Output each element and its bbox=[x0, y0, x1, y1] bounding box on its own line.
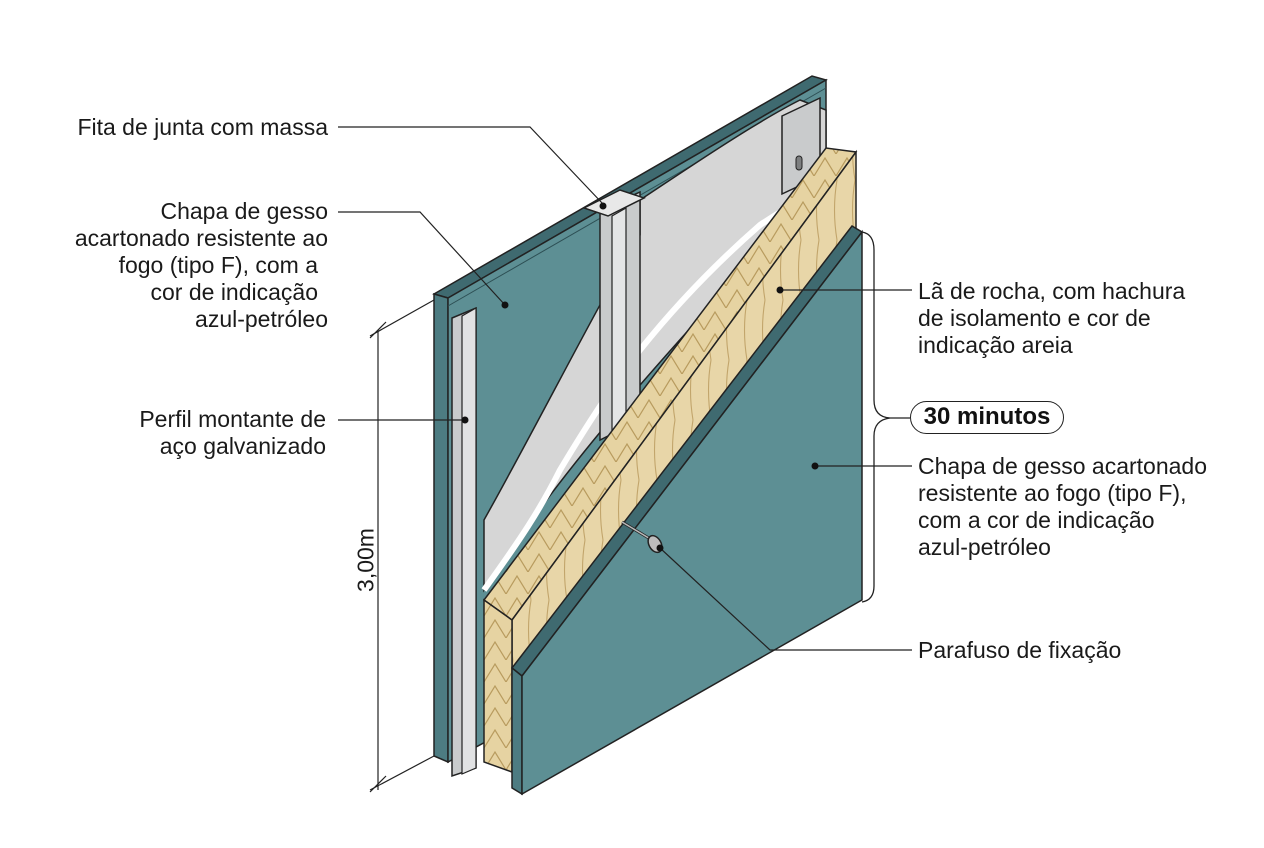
label-screw: Parafuso de fixação bbox=[918, 637, 1121, 664]
front-board-side bbox=[511, 666, 523, 796]
leader-screw bbox=[659, 547, 912, 651]
leader-dots bbox=[461, 202, 819, 552]
front-board-face bbox=[521, 229, 863, 796]
label-stud-line-2: aço galvanizado bbox=[159, 433, 326, 459]
label-screw-line: Parafuso de fixação bbox=[918, 637, 1122, 663]
fire-rating-badge: 30 minutos bbox=[910, 401, 1064, 434]
label-joint-tape-line: Fita de junta com massa bbox=[77, 114, 328, 140]
joint-tape bbox=[582, 189, 646, 217]
label-stud: Perfil montante de aço galvanizado bbox=[60, 406, 326, 460]
label-board-back-line-5: azul-petróleo bbox=[195, 306, 328, 332]
back-board-side bbox=[433, 293, 449, 764]
label-rock-wool-line-2: de isolamento e cor de bbox=[918, 305, 1151, 331]
label-board-front-line-4: azul-petróleo bbox=[918, 534, 1051, 560]
label-board-front: Chapa de gesso acartonado resistente ao … bbox=[918, 453, 1207, 561]
rating-brace bbox=[861, 231, 891, 603]
height-dimension-line bbox=[369, 299, 435, 793]
label-board-front-line-1: Chapa de gesso acartonado bbox=[918, 453, 1207, 479]
rock-wool-side bbox=[483, 598, 513, 774]
leader-lines bbox=[338, 126, 912, 651]
label-board-front-line-3: com a cor de indicação bbox=[918, 507, 1155, 533]
label-board-front-line-2: resistente ao fogo (tipo F), bbox=[918, 480, 1187, 506]
stud-left-web bbox=[461, 306, 477, 775]
cavity-surface bbox=[483, 99, 827, 593]
label-board-back-line-1: Chapa de gesso bbox=[160, 198, 328, 224]
label-board-back-line-4: cor de indicação bbox=[150, 279, 319, 305]
label-rock-wool-line-1: Lã de rocha, com hachura bbox=[918, 278, 1186, 304]
label-rock-wool: Lã de rocha, com hachura de isolamento e… bbox=[918, 278, 1185, 359]
label-joint-tape: Fita de junta com massa bbox=[50, 114, 328, 141]
height-dimension-label: 3,00m bbox=[346, 520, 386, 600]
label-board-back-line-3: fogo (tipo F), com a bbox=[118, 252, 318, 278]
stud-middle-web bbox=[611, 206, 627, 438]
label-board-back-line-2: acartonado resistente ao bbox=[74, 225, 328, 251]
height-dimension-text: 3,00m bbox=[352, 528, 379, 592]
label-rock-wool-line-3: indicação areia bbox=[918, 332, 1073, 358]
label-board-back: Chapa de gesso acartonado resistente ao … bbox=[20, 198, 328, 333]
label-stud-line-1: Perfil montante de bbox=[139, 406, 326, 432]
stud-punch-hole bbox=[795, 155, 803, 171]
leader-joint-tape bbox=[338, 126, 604, 205]
leader-board-back bbox=[338, 211, 506, 306]
